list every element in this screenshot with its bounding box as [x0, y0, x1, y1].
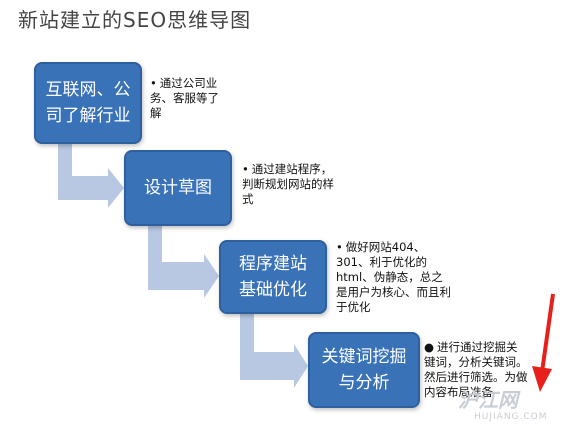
bullet-icon: •	[150, 76, 157, 90]
step-label-line: 互联网、公	[45, 80, 131, 100]
bullet-icon: •	[242, 162, 249, 176]
watermark-logo: 沪江网	[458, 388, 518, 412]
step-box-industry: 互联网、公 司了解行业	[34, 62, 142, 144]
step-label-line: 基础优化	[239, 280, 307, 300]
red-arrow-icon	[532, 293, 555, 392]
step-label-line: 程序建站	[239, 254, 307, 274]
step-box-keywords: 关键词挖掘 与分析	[308, 332, 420, 408]
connector-arrow-3	[240, 314, 308, 388]
note-text: 通过公司业务、客服等了解	[150, 76, 219, 120]
step-label-line: 设计草图	[144, 178, 212, 198]
step-note-4: ●进行通过挖掘关键词，分析关键词。然后进行筛选。为做内容布局准备	[424, 340, 528, 400]
step-note-3: •做好网站404、301、利于优化的html、伪静态，总之是用户为核心、而且利于…	[336, 240, 454, 315]
note-text: 通过建站程序，判断规划网站的样式	[242, 162, 334, 206]
watermark-url: HUJIANG.COM	[474, 412, 548, 422]
bullet-icon: ●	[424, 340, 435, 354]
step-box-sketch: 设计草图	[124, 150, 232, 226]
bullet-icon: •	[336, 240, 343, 254]
connector-arrow-1	[58, 144, 124, 208]
note-text: 进行通过挖掘关键词，分析关键词。然后进行筛选。为做内容布局准备	[424, 340, 528, 399]
step-label-line: 与分析	[338, 373, 390, 393]
note-text: 做好网站404、301、利于优化的html、伪静态，总之是用户为核心、而且利于优…	[336, 240, 451, 314]
step-note-1: •通过公司业务、客服等了解	[150, 76, 230, 121]
step-box-build: 程序建站 基础优化	[219, 240, 327, 314]
step-note-2: •通过建站程序，判断规划网站的样式	[242, 162, 342, 207]
connector-arrow-2	[148, 226, 219, 298]
diagram-title: 新站建立的SEO思维导图	[18, 8, 252, 32]
step-label-line: 司了解行业	[45, 106, 131, 126]
step-label-line: 关键词挖掘	[321, 347, 407, 367]
